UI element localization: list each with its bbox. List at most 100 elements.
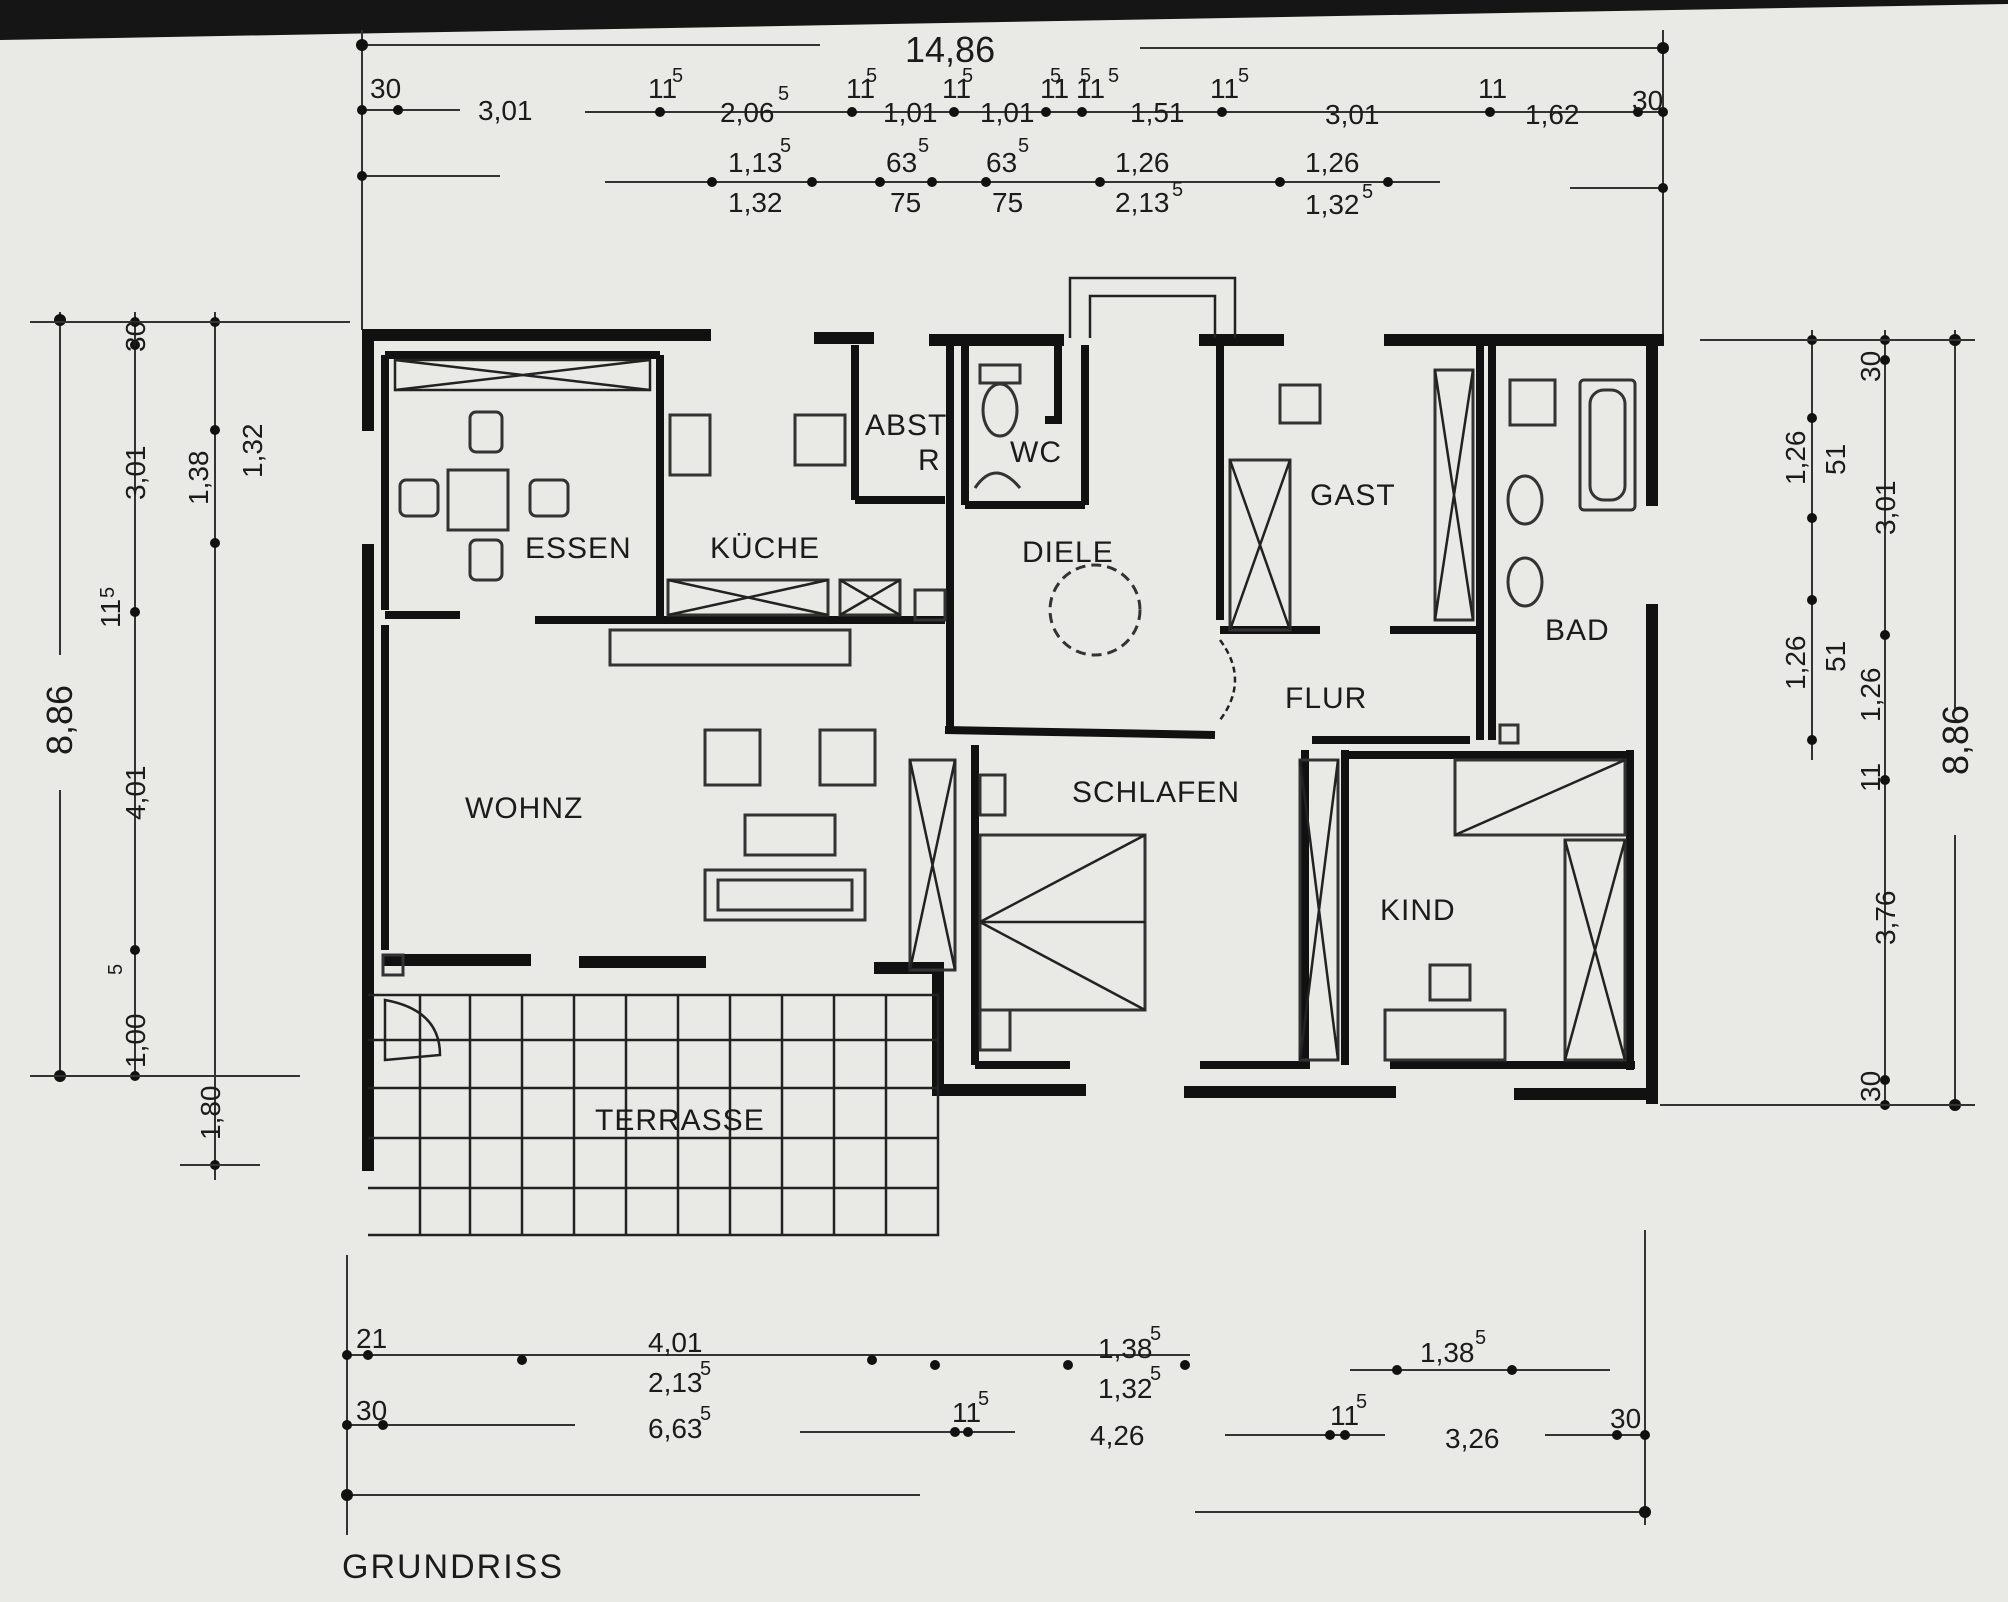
dim-bottom3-5: 3,26 [1445, 1423, 1500, 1454]
dim-left-inner-2: 1,80 [195, 1086, 226, 1141]
dim-left-4: 1,00 [120, 1014, 151, 1069]
dim-top1-7: 1,01 [980, 97, 1035, 128]
dim-top2-sup-1: 5 [918, 135, 929, 157]
room-label-wc: WC [1010, 436, 1062, 469]
dim-bottom-sup-3: 5 [1150, 1363, 1161, 1385]
room-label-diele: DIELE [1022, 536, 1114, 569]
room-label-kind: KIND [1380, 894, 1456, 927]
dim-left-0: 30 [120, 321, 151, 352]
dim-top2-sup-4: 5 [1362, 181, 1373, 203]
dim-top2-upper-0: 1,13 [728, 147, 783, 178]
dim-right-inner-6: 11 [1855, 763, 1886, 792]
dim-right-outer-0: 3,01 [1870, 481, 1901, 536]
room-label-abstr: ABST [865, 409, 947, 442]
dim-top1-5: 1,01 [883, 97, 938, 128]
room-label-wohnz: WOHNZ [465, 792, 583, 825]
dim-left-3: 4,01 [120, 766, 151, 821]
exterior-walls [362, 276, 1664, 1171]
dim-bottom3-4: 11 [1330, 1400, 1359, 1431]
dim-top2-upper-1: 63 [886, 147, 917, 178]
room-label-abstr-2: R [918, 444, 941, 477]
dim-right-inner-2: 51 [1820, 444, 1851, 475]
dim-top2-lower-4: 1,32 [1305, 189, 1360, 220]
dim-bottom-sup-2: 5 [700, 1358, 711, 1380]
drawing-title: GRUNDRISS [342, 1548, 564, 1586]
dim-top1-sup-2: 5 [866, 65, 877, 87]
dim-top1-sup-0: 5 [672, 65, 683, 87]
dim-right-inner-8: 30 [1855, 1071, 1886, 1102]
terrace-tiles [368, 993, 940, 1237]
bottom-dimensions: 21 4,01 1,38 5 1,38 5 2,13 5 1,32 5 30 6… [356, 1323, 1641, 1454]
dim-right-inner-7: 3,76 [1870, 891, 1901, 946]
dim-top1-11: 11 [1210, 73, 1239, 104]
dim-top2-upper-2: 63 [986, 147, 1017, 178]
dim-top1-13: 11 [1478, 73, 1507, 104]
room-label-terrasse: TERRASSE [595, 1104, 765, 1137]
dim-top1-12: 3,01 [1325, 99, 1380, 130]
dim-bottom1-3: 1,38 [1420, 1337, 1475, 1368]
room-label-essen: ESSEN [525, 532, 632, 565]
dim-left-sup-1: 5 [105, 964, 127, 975]
dim-bottom-sup-4: 5 [700, 1403, 711, 1425]
dim-top2-sup-3: 5 [1172, 179, 1183, 201]
dim-top2-lower-0: 1,32 [728, 187, 783, 218]
room-label-bad: BAD [1545, 614, 1610, 647]
dim-left-2: 11 [95, 599, 126, 628]
room-label-flur: FLUR [1285, 682, 1367, 715]
dim-bottom-sup-6: 5 [1356, 1391, 1367, 1413]
dim-bottom1-2: 1,38 [1098, 1333, 1153, 1364]
overall-width-top: 14,86 [905, 29, 995, 70]
dim-top1-9: 11 [1076, 73, 1105, 104]
dim-left-sup-0: 5 [97, 587, 119, 598]
dim-right-inner-1: 1,26 [1780, 431, 1811, 486]
top-dimension-row-2: 1,13 1,32 5 63 75 5 63 75 5 1,26 2,13 5 … [728, 135, 1373, 220]
dim-top1-4: 11 [846, 73, 875, 104]
dim-top1-0: 30 [370, 73, 401, 104]
dim-top2-lower-3: 2,13 [1115, 187, 1170, 218]
dim-top1-15: 30 [1632, 85, 1663, 116]
dim-bottom-sup-1: 5 [1475, 1327, 1486, 1349]
dim-top2-lower-2: 75 [992, 187, 1023, 218]
dim-top1-sup-6: 5 [1108, 65, 1119, 87]
dim-top1-8: 11 [1040, 73, 1069, 104]
scan-top-edge [0, 0, 2008, 40]
dim-bottom2-0: 2,13 [648, 1367, 703, 1398]
dim-bottom3-2: 11 [952, 1397, 981, 1428]
dim-right-inner-3: 1,26 [1780, 636, 1811, 691]
overall-depth-left: 8,86 [39, 685, 80, 755]
dim-left-inner-0: 1,38 [183, 451, 214, 506]
dim-top1-sup-3: 5 [962, 65, 973, 87]
left-dimensions: 30 3,01 11 5 4,01 1,00 5 1,38 1,32 1,80 [95, 321, 268, 1140]
dim-top1-6: 11 [942, 73, 971, 104]
dim-left-1: 3,01 [120, 446, 151, 501]
dim-bottom1-1: 4,01 [648, 1327, 703, 1358]
dim-top2-sup-2: 5 [1018, 135, 1029, 157]
dim-right-inner-0: 30 [1855, 351, 1886, 382]
dim-bottom-sup-5: 5 [978, 1388, 989, 1410]
top-dimension-row-1: 30 3,01 11 5 2,06 5 11 5 1,01 11 5 1,01 … [370, 65, 1663, 130]
dim-bottom3-0: 30 [356, 1395, 387, 1426]
furniture [381, 358, 1637, 1062]
dim-bottom1-0: 21 [356, 1323, 387, 1354]
dim-bottom-sup-0: 5 [1150, 1323, 1161, 1345]
overall-depth-right: 8,86 [1935, 705, 1976, 775]
dim-bottom2-1: 1,32 [1098, 1373, 1153, 1404]
dimension-lines [30, 30, 1975, 1535]
room-label-kueche: KÜCHE [710, 532, 820, 565]
dim-right-inner-4: 51 [1820, 641, 1851, 672]
dim-bottom3-3: 4,26 [1090, 1420, 1145, 1451]
dim-top1-2: 11 [648, 73, 677, 104]
dim-top1-sup-5: 5 [1080, 65, 1091, 87]
dim-top2-sup-0: 5 [780, 135, 791, 157]
dim-top1-sup-1: 5 [778, 83, 789, 105]
right-dimensions: 30 1,26 51 1,26 51 1,26 11 3,76 30 3,01 [1780, 351, 1901, 1102]
room-label-schlafen: SCHLAFEN [1072, 776, 1240, 809]
dim-top2-lower-1: 75 [890, 187, 921, 218]
dim-top1-sup-4: 5 [1050, 65, 1061, 87]
dim-top2-upper-3: 1,26 [1115, 147, 1170, 178]
dim-top1-3: 2,06 [720, 97, 775, 128]
dim-bottom3-6: 30 [1610, 1403, 1641, 1434]
dim-bottom3-1: 6,63 [648, 1413, 703, 1444]
room-label-gast: GAST [1310, 479, 1396, 512]
